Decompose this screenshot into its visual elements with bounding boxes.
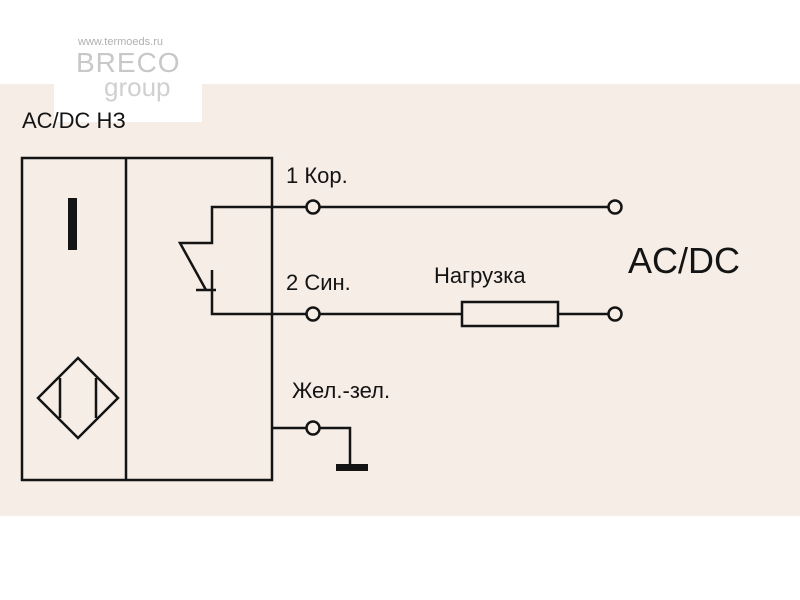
wire-1	[305, 199, 623, 215]
watermark-url: www.termoeds.ru	[78, 36, 163, 48]
normally-closed-switch-icon	[177, 205, 306, 316]
wire-3-label: Жел.-зел.	[292, 378, 391, 403]
sensor-housing	[20, 156, 274, 482]
diagram-panel	[0, 84, 800, 516]
wire-3	[272, 420, 352, 466]
load-label: Нагрузка	[434, 263, 526, 288]
watermark-group: group	[104, 72, 171, 102]
ground-icon	[336, 464, 368, 471]
supply-label: AC/DC	[628, 240, 741, 281]
wire-2-label: 2 Син.	[286, 270, 351, 295]
wire-1-label: 1 Кор.	[286, 163, 348, 188]
load-resistor	[460, 300, 560, 328]
diagram-title: AC/DC НЗ	[22, 108, 126, 133]
watermark-box	[54, 0, 202, 122]
watermark-brand: BRECO	[76, 47, 181, 78]
sensor-symbol-icon	[36, 198, 120, 440]
wire-2	[305, 300, 623, 328]
